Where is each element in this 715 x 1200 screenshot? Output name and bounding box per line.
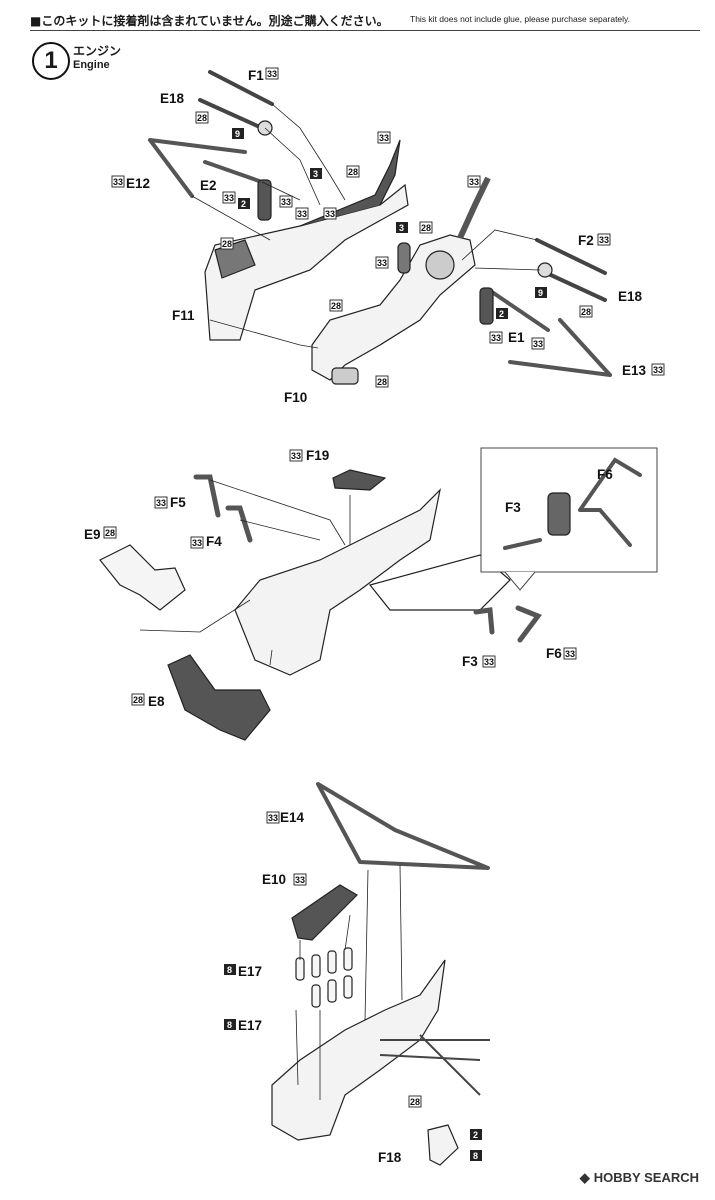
badge-33: 33	[325, 209, 335, 219]
step-title-en: Engine	[73, 59, 110, 71]
label-F6-bottom: F6	[546, 646, 562, 661]
watermark-text: HOBBY SEARCH	[593, 1170, 699, 1185]
badge-28: 28	[348, 167, 358, 177]
label-E13: E13	[622, 363, 647, 378]
label-E18-upper: E18	[160, 91, 185, 106]
badge-33: 33	[484, 657, 494, 667]
badge-8: 8	[473, 1151, 478, 1161]
badge-28: 28	[410, 1097, 420, 1107]
paint-code-badges: 33 33 33 33 33 33 33 33 33 33 33 33 33 3…	[103, 67, 665, 1161]
labels-section-1: F1 E18 E12 E2 F11 F10 F2 E18 E1 E13	[126, 68, 647, 405]
badge-28: 28	[421, 223, 431, 233]
badge-33: 33	[267, 69, 277, 79]
label-E18-right: E18	[618, 289, 643, 304]
badge-33: 33	[268, 813, 278, 823]
label-F3-inset: F3	[505, 500, 521, 515]
badge-28: 28	[105, 528, 115, 538]
badge-33: 33	[295, 875, 305, 885]
label-E9: E9	[84, 527, 101, 542]
label-E8: E8	[148, 694, 165, 709]
label-E2: E2	[200, 178, 217, 193]
badge-28: 28	[331, 301, 341, 311]
badge-3: 3	[399, 223, 404, 233]
badge-33: 33	[281, 197, 291, 207]
badge-28: 28	[581, 307, 591, 317]
label-F19: F19	[306, 448, 329, 463]
labels-section-2: F19 F5 F4 E9 E8 F3 F6 F6 F3	[84, 448, 613, 709]
badge-9: 9	[538, 288, 543, 298]
badge-9: 9	[235, 129, 240, 139]
label-F6-inset: F6	[597, 467, 613, 482]
label-E17-lower: E17	[238, 1018, 262, 1033]
notice-en: This kit does not include glue, please p…	[410, 14, 631, 24]
label-E17-upper: E17	[238, 964, 262, 979]
glue-notice: ■このキットに接着剤は含まれていません。別途ご購入ください。 This kit …	[30, 10, 700, 31]
badge-33: 33	[599, 235, 609, 245]
label-E1: E1	[508, 330, 525, 345]
badge-33: 33	[156, 498, 166, 508]
badge-8: 8	[227, 965, 232, 975]
badge-33: 33	[653, 365, 663, 375]
badge-33: 33	[491, 333, 501, 343]
badge-33: 33	[379, 133, 389, 143]
section-engine-intake	[271, 782, 490, 1166]
badge-3: 3	[313, 169, 318, 179]
badge-33: 33	[113, 177, 123, 187]
badge-33: 33	[565, 649, 575, 659]
badge-28: 28	[377, 377, 387, 387]
step-number: 1	[32, 42, 70, 80]
badge-33: 33	[377, 258, 387, 268]
label-E14: E14	[280, 810, 305, 825]
label-F5: F5	[170, 495, 186, 510]
label-F2: F2	[578, 233, 594, 248]
badge-2: 2	[473, 1130, 478, 1140]
badge-28: 28	[222, 239, 232, 249]
badge-28: 28	[133, 695, 143, 705]
section-engine-suspension	[99, 447, 658, 741]
badge-28: 28	[197, 113, 207, 123]
section-engine-exploded	[148, 70, 612, 385]
notice-jp: ■このキットに接着剤は含まれていません。別途ご購入ください。	[30, 14, 389, 28]
label-F1: F1	[248, 68, 264, 83]
badge-2: 2	[241, 199, 246, 209]
badge-33: 33	[469, 177, 479, 187]
badge-8: 8	[227, 1020, 232, 1030]
label-E10: E10	[262, 872, 286, 887]
label-F4: F4	[206, 534, 222, 549]
badge-33: 33	[291, 451, 301, 461]
badge-33: 33	[224, 193, 234, 203]
badge-2: 2	[499, 309, 504, 319]
badge-33: 33	[533, 339, 543, 349]
logo-mark-icon: ◆	[579, 1170, 590, 1185]
badge-33: 33	[297, 209, 307, 219]
hobby-search-watermark: ◆HOBBY SEARCH	[580, 1170, 699, 1186]
label-E12: E12	[126, 176, 150, 191]
label-F3-bottom: F3	[462, 654, 478, 669]
badge-33: 33	[192, 538, 202, 548]
label-F18: F18	[378, 1150, 402, 1165]
step-title-jp: エンジン	[73, 44, 122, 58]
label-F11: F11	[172, 308, 195, 323]
labels-section-3: E14 E10 E17 E17 F18	[238, 810, 402, 1165]
label-F10: F10	[284, 390, 307, 405]
